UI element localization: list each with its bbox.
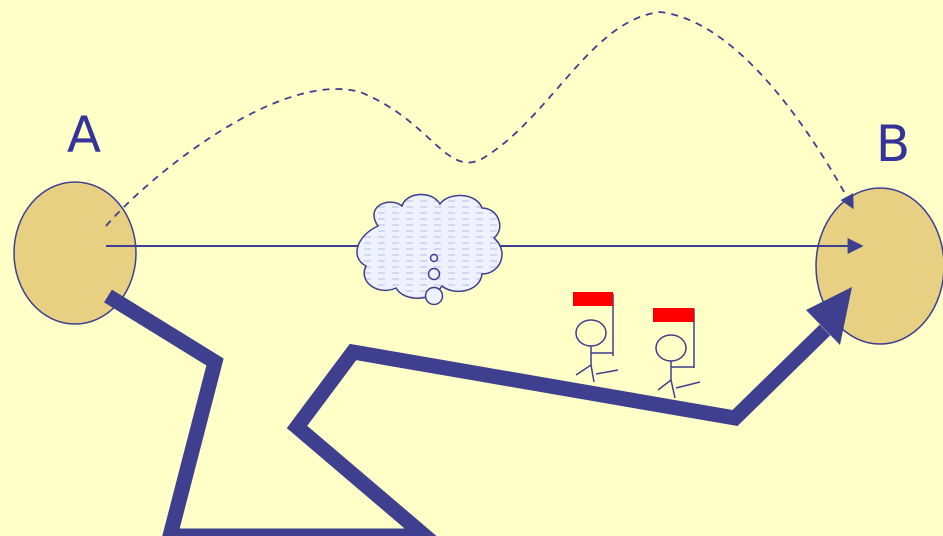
flag-icon [653, 308, 694, 322]
thought-cloud-icon [356, 193, 503, 306]
stick-figure-with-flag-1 [573, 292, 619, 383]
stick-figure-with-flag-2 [653, 308, 701, 399]
flag-icon [573, 292, 613, 306]
node-a: A [13, 106, 137, 325]
winding-route [104, 287, 852, 536]
winding-route-line [104, 289, 831, 536]
node-b-label: B [876, 115, 910, 173]
winding-route-arrowhead [806, 287, 852, 345]
node-a-circle [13, 181, 137, 325]
dashed-curve-path [105, 11, 854, 227]
node-a-label: A [67, 106, 101, 164]
